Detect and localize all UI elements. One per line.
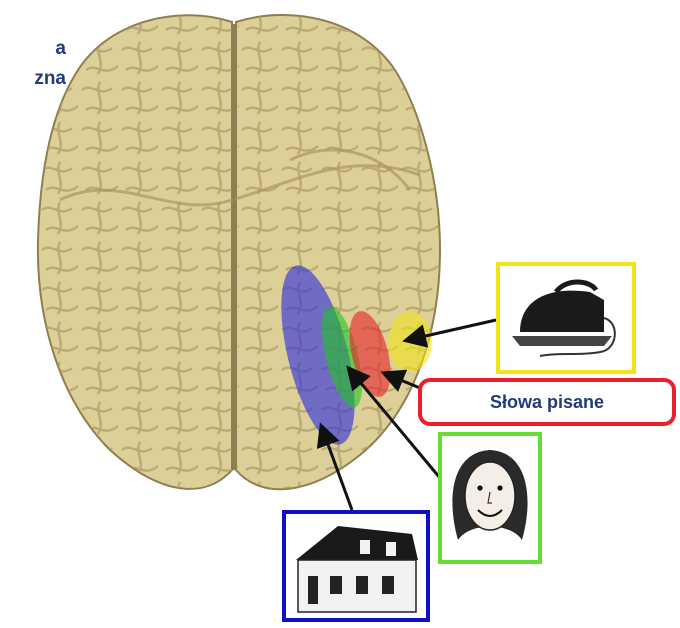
caption: a zna <box>0 34 66 94</box>
word-label-text: Słowa pisane <box>490 392 604 413</box>
caption-line-2: zna <box>0 64 66 94</box>
face-picture <box>440 434 540 562</box>
brain-illustration <box>30 10 445 510</box>
iron-picture <box>498 264 634 372</box>
caption-line-1: a <box>0 34 66 64</box>
word-label-box: Słowa pisane <box>418 378 676 426</box>
house-picture <box>284 512 428 620</box>
face-icon <box>452 450 527 540</box>
region-objects <box>388 312 432 372</box>
